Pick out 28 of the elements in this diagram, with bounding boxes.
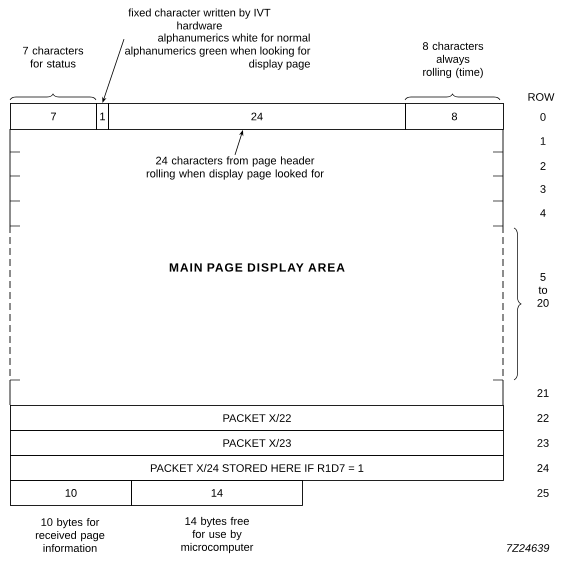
- annotation: fixed character written by IVT hardware alphanumerics white for normal alphanumerics green when looking for display page: [125, 8, 310, 70]
- column-heading: ROW: [528, 93, 554, 101]
- row-number: 22: [537, 414, 549, 422]
- row-number: 4: [540, 209, 546, 217]
- figure-number: 7Z24639: [507, 544, 550, 552]
- node-label: 10 bytes for received page information: [36, 518, 104, 552]
- row-number: 0: [540, 113, 546, 121]
- row-number: 23: [537, 439, 549, 447]
- packet-row: PACKET X/23: [10, 430, 504, 456]
- node-label: 14 bytes free for use by microcomputer: [181, 516, 254, 554]
- row-number: 2: [540, 162, 546, 170]
- node-label: 8 characters always rolling (time): [422, 42, 484, 78]
- row-number: 3: [540, 185, 546, 193]
- character-cell: 8: [405, 103, 504, 130]
- character-cell: 14: [131, 480, 303, 506]
- packet-row: PACKET X/22: [10, 405, 504, 431]
- row-number: 1: [540, 137, 546, 145]
- character-cell: 1: [96, 103, 109, 130]
- annotation: 24 characters from page header rolling when display page looked for: [146, 156, 324, 180]
- row-number: 5 to 20: [537, 273, 549, 307]
- character-cell: 24: [108, 103, 406, 130]
- row-number: 24: [537, 464, 549, 472]
- packet-row: PACKET X/24 STORED HERE IF R1D7 = 1: [10, 455, 504, 481]
- character-cell: 10: [10, 480, 132, 506]
- row-number: 25: [537, 489, 549, 497]
- character-cell: 7: [10, 103, 97, 130]
- row-number: 21: [537, 389, 549, 397]
- node-label: 7 characters for status: [23, 46, 84, 68]
